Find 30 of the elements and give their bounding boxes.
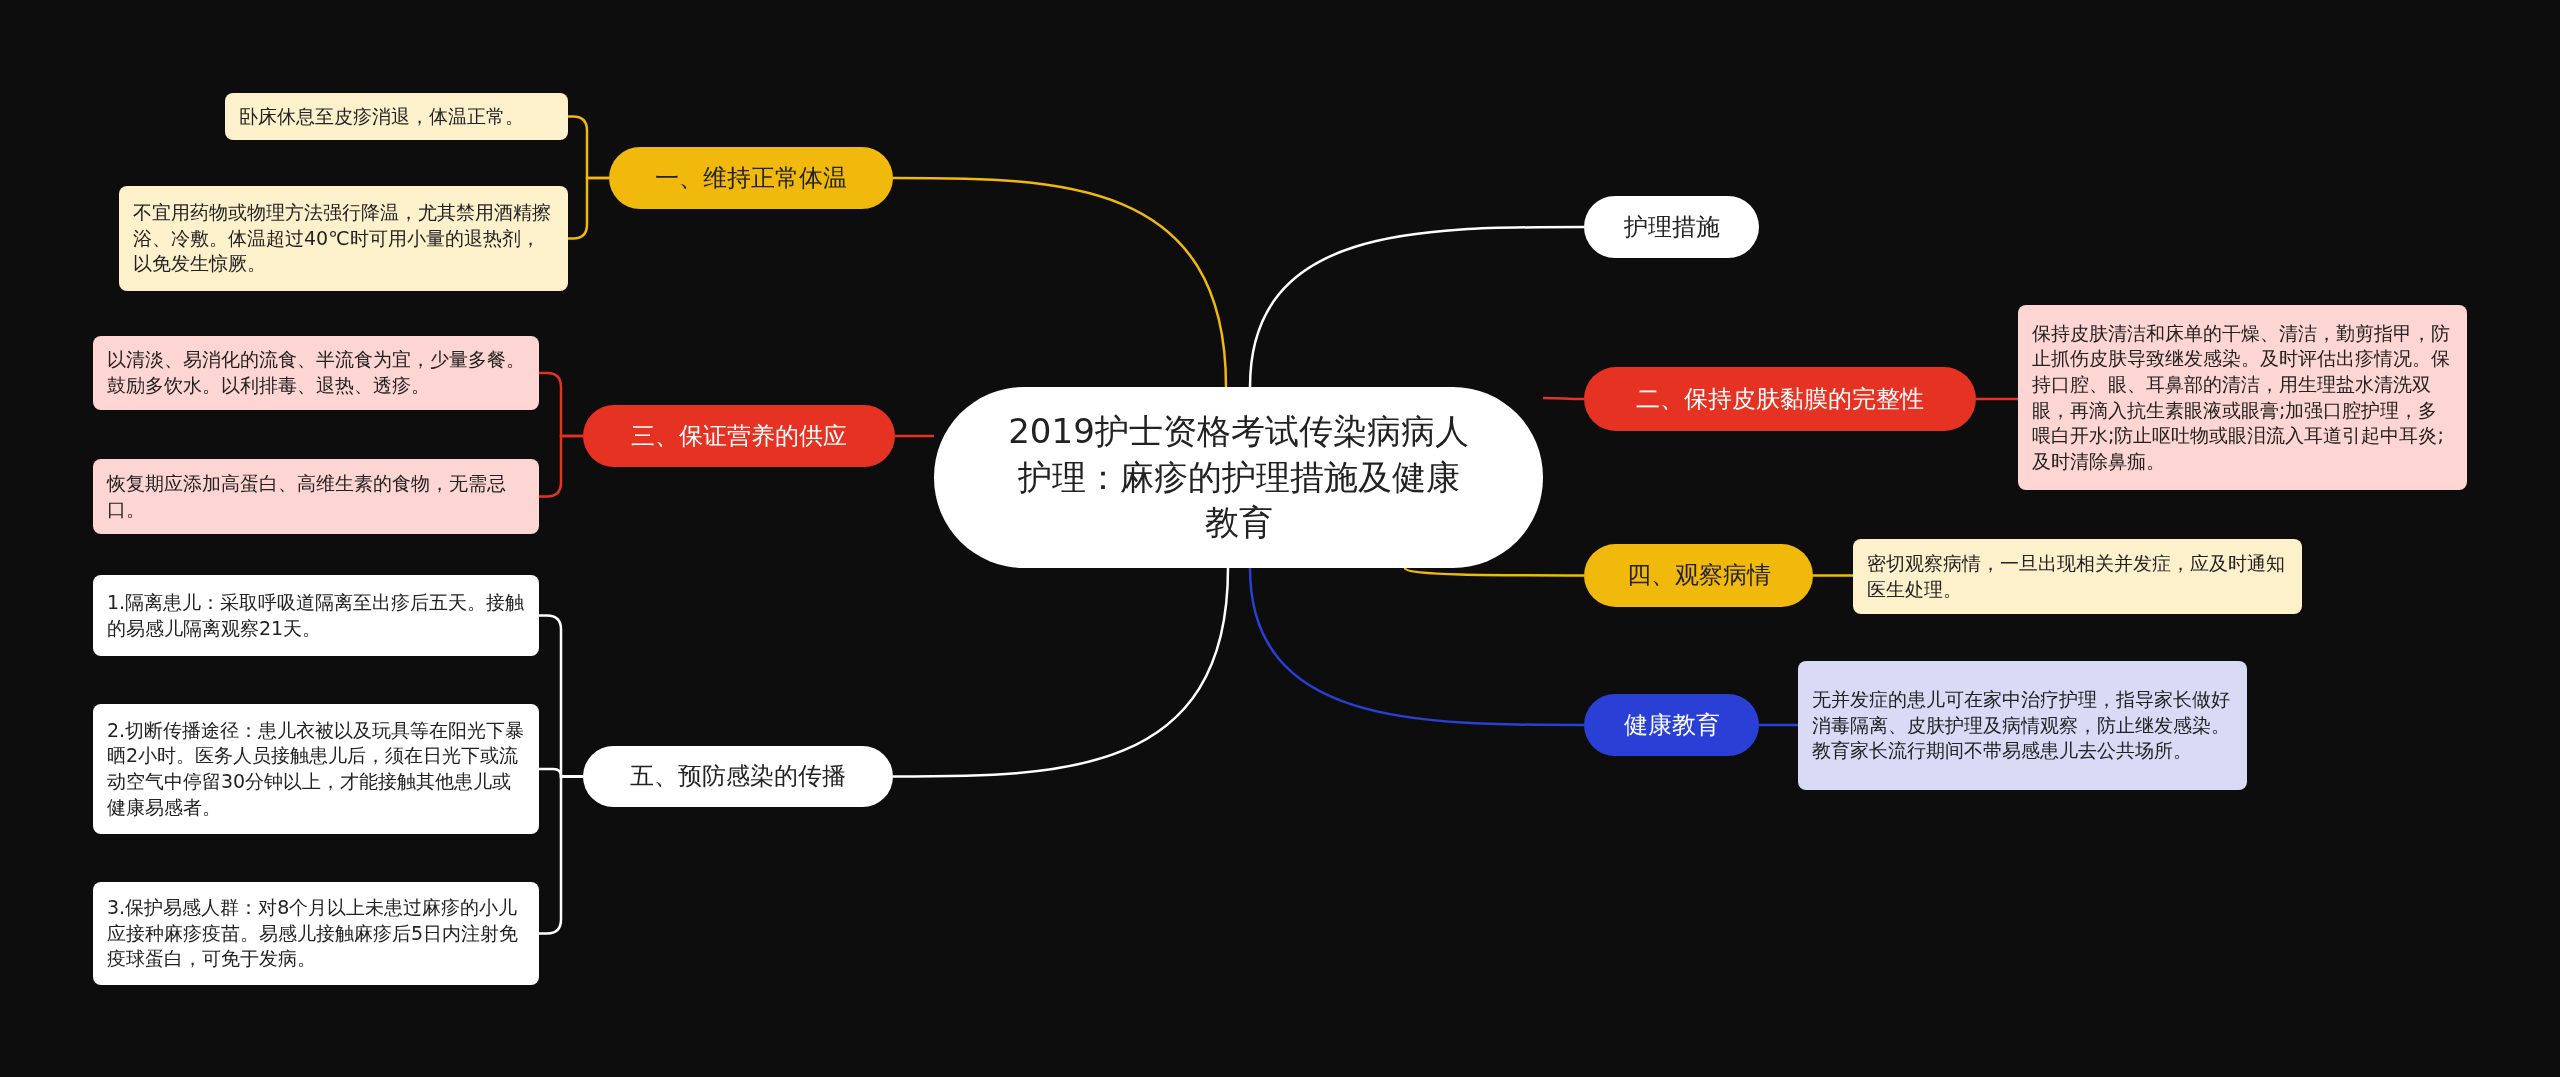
- branch-line: [893, 567, 1230, 778]
- note-card: 卧床休息至皮疹消退，体温正常。: [225, 93, 568, 140]
- branch-line: [1759, 723, 1798, 727]
- branch-topic: 三、保证营养的供应: [583, 405, 895, 467]
- branch-topic: 护理措施: [1584, 196, 1759, 258]
- note-card: 以清淡、易消化的流食、半流食为宜，少量多餐。鼓励多饮水。以利排毒、退热、透疹。: [93, 336, 539, 410]
- note-card: 恢复期应添加高蛋白、高维生素的食物，无需忌口。: [93, 459, 539, 534]
- branch-line: [893, 176, 1228, 388]
- branch-topic: 四、观察病情: [1584, 544, 1813, 607]
- note-card: 1.隔离患儿：采取呼吸道隔离至出疹后五天。接触的易感儿隔离观察21天。: [93, 575, 539, 656]
- branch-line: [1976, 397, 2018, 401]
- central-topic: 2019护士资格考试传染病病人护理：麻疹的护理措施及健康教育: [934, 387, 1543, 568]
- note-card: 3.保护易感人群：对8个月以上未患过麻疹的小儿应接种麻疹疫苗。易感儿接触麻疹后5日内注射免疫球蛋白，可免于发病。: [93, 882, 539, 985]
- branch-topic: 五、预防感染的传播: [583, 746, 893, 807]
- branch-topic: 健康教育: [1584, 694, 1759, 756]
- note-card: 密切观察病情，一旦出现相关并发症，应及时通知医生处理。: [1853, 539, 2302, 614]
- branch-topic: 一、维持正常体温: [609, 147, 893, 209]
- branch-line: [1248, 225, 1584, 388]
- note-card: 2.切断传播途径：患儿衣被以及玩具等在阳光下暴晒2小时。医务人员接触患儿后，须在日光下或流动空气中停留30分钟以上，才能接触其他患儿或健康易感者。: [93, 704, 539, 834]
- branch-line: [539, 434, 583, 498]
- note-card: 保持皮肤清洁和床单的干燥、清洁，勤剪指甲，防止抓伤皮肤导致继发感染。及时评估出疹情况。保持口腔、眼、耳鼻部的清洁，用生理盐水清洗双眼，再滴入抗生素眼液或眼膏;加强口腔护理，多喂白开水;防止呕吐物或眼泪流入耳道引起中耳炎;及时清除鼻痂。: [2018, 305, 2467, 490]
- branch-line: [1543, 396, 1584, 401]
- branch-line: [539, 775, 583, 935]
- note-card: 不宜用药物或物理方法强行降温，尤其禁用酒精擦浴、冷敷。体温超过40℃时可用小量的退热剂，以免发生惊厥。: [119, 186, 568, 291]
- branch-line: [1813, 574, 1853, 577]
- branch-line: [1248, 567, 1584, 727]
- note-card: 无并发症的患儿可在家中治疗护理，指导家长做好消毒隔离、皮肤护理及病情观察，防止继发感染。教育家长流行期间不带易感患儿去公共场所。: [1798, 661, 2247, 790]
- branch-line: [1404, 567, 1584, 577]
- branch-line: [895, 434, 934, 438]
- branch-topic: 二、保持皮肤黏膜的完整性: [1584, 367, 1976, 431]
